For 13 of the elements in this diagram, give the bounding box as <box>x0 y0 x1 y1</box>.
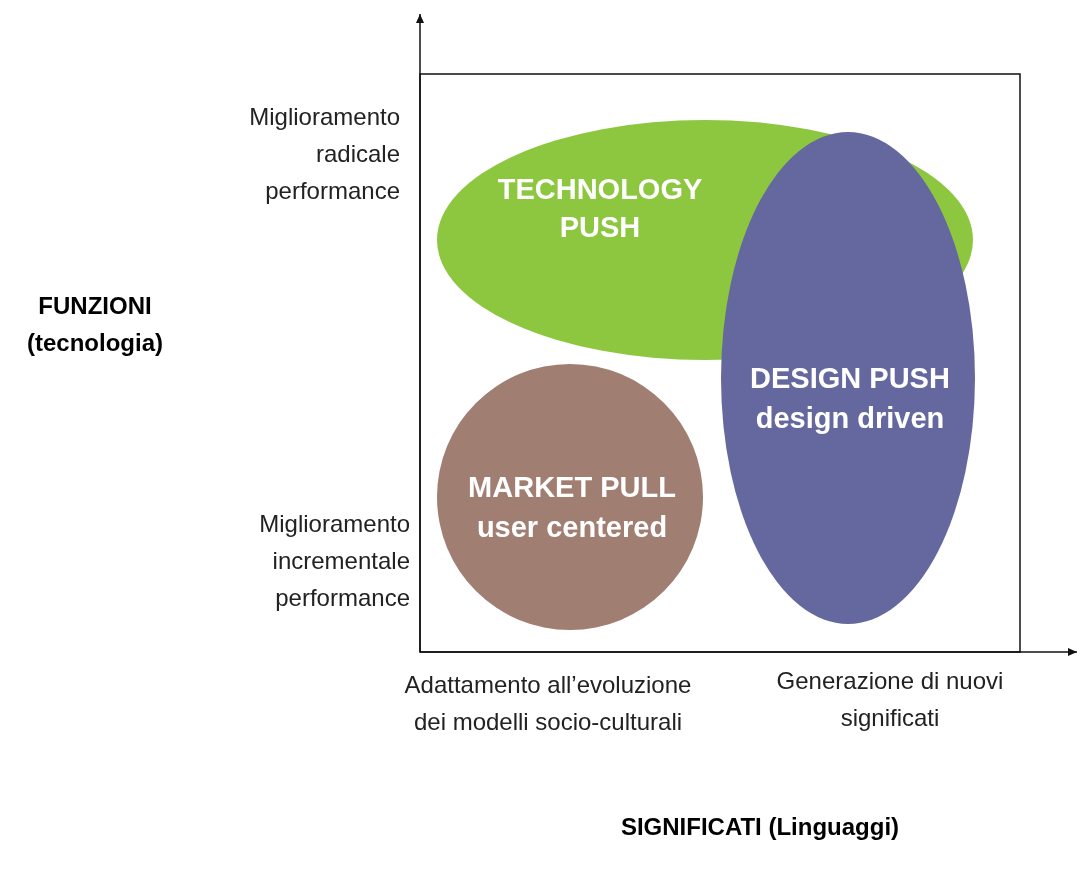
axis-tick-label: Adattamento all’evoluzione dei modelli socio-culturali <box>403 670 693 737</box>
axis-tick-label: Miglioramento incrementale performance <box>258 509 410 613</box>
circle <box>437 364 703 630</box>
axis-title: FUNZIONI (tecnologia) <box>26 291 164 358</box>
shape-heading: DESIGN PUSH <box>750 361 950 396</box>
shape-heading: TECHNOLOGY PUSH <box>496 172 704 245</box>
shape-subtitle: user centered <box>476 510 668 545</box>
axis-tick-label: Generazione di nuovi significati <box>775 666 1005 733</box>
shape-heading: MARKET PULL <box>468 470 676 505</box>
axis-tick-label: Miglioramento radicale performance <box>248 102 400 206</box>
ellipse <box>721 132 975 624</box>
axis-title: SIGNIFICATI (Linguaggi) <box>620 812 900 842</box>
shape-subtitle: design driven <box>755 401 945 436</box>
